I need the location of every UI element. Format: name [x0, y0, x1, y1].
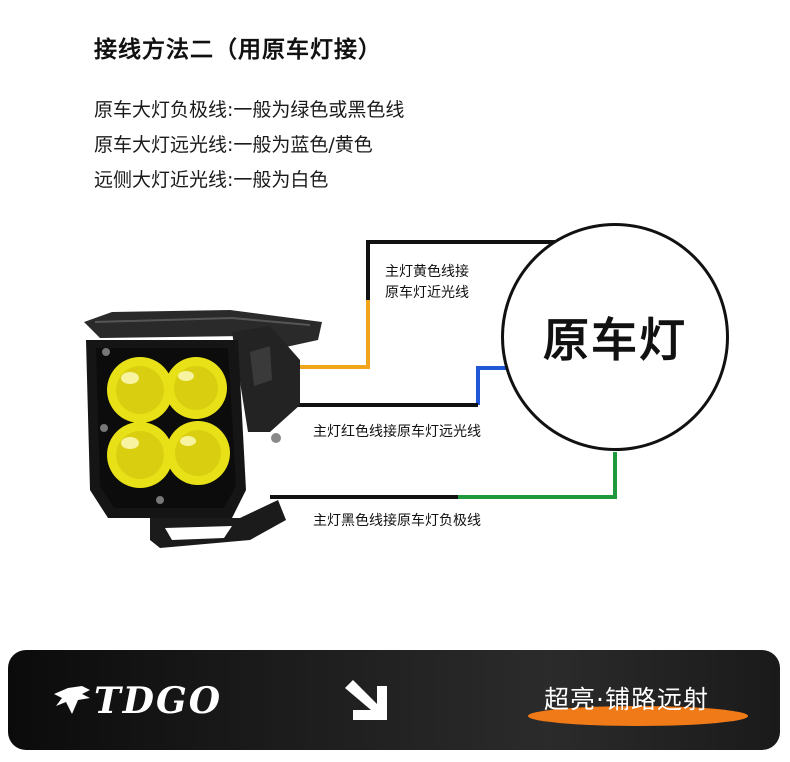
description-ground-wire: 原车大灯负极线:一般为绿色或黑色线 — [94, 99, 405, 121]
brand-logo: TDGO — [94, 680, 223, 722]
slogan-text: 超亮·铺路远射 — [544, 685, 709, 714]
description-low-beam-wire: 远侧大灯近光线:一般为白色 — [94, 169, 329, 191]
auxiliary-light-fixture — [84, 310, 322, 548]
slogan-highlight — [528, 706, 748, 726]
label-yellow-wire: 主灯黄色线接 原车灯近光线 — [385, 262, 469, 304]
label-red-wire: 主灯红色线接原车灯远光线 — [313, 424, 481, 440]
led-lens-array — [107, 357, 230, 488]
label-yellow-wire-line1: 主灯黄色线接 — [385, 264, 469, 280]
wire-red-high-beam — [290, 366, 515, 407]
arrow-down-right-icon — [345, 680, 387, 720]
wire-black-ground — [270, 452, 617, 499]
label-yellow-wire-line2: 原车灯近光线 — [385, 285, 469, 301]
brand-wolf-icon — [54, 686, 90, 714]
original-car-light-label: 原车灯 — [543, 313, 687, 367]
footer-banner: TDGO 超亮·铺路远射 — [8, 650, 780, 750]
label-black-wire: 主灯黑色线接原车灯负极线 — [313, 513, 481, 529]
wire-yellow-low-beam — [296, 240, 556, 369]
page-title: 接线方法二（用原车灯接） — [94, 37, 382, 63]
description-high-beam-wire: 原车大灯远光线:一般为蓝色/黄色 — [94, 134, 373, 156]
original-car-light-circle: 原车灯 — [501, 223, 729, 451]
wiring-diagram — [84, 240, 617, 548]
